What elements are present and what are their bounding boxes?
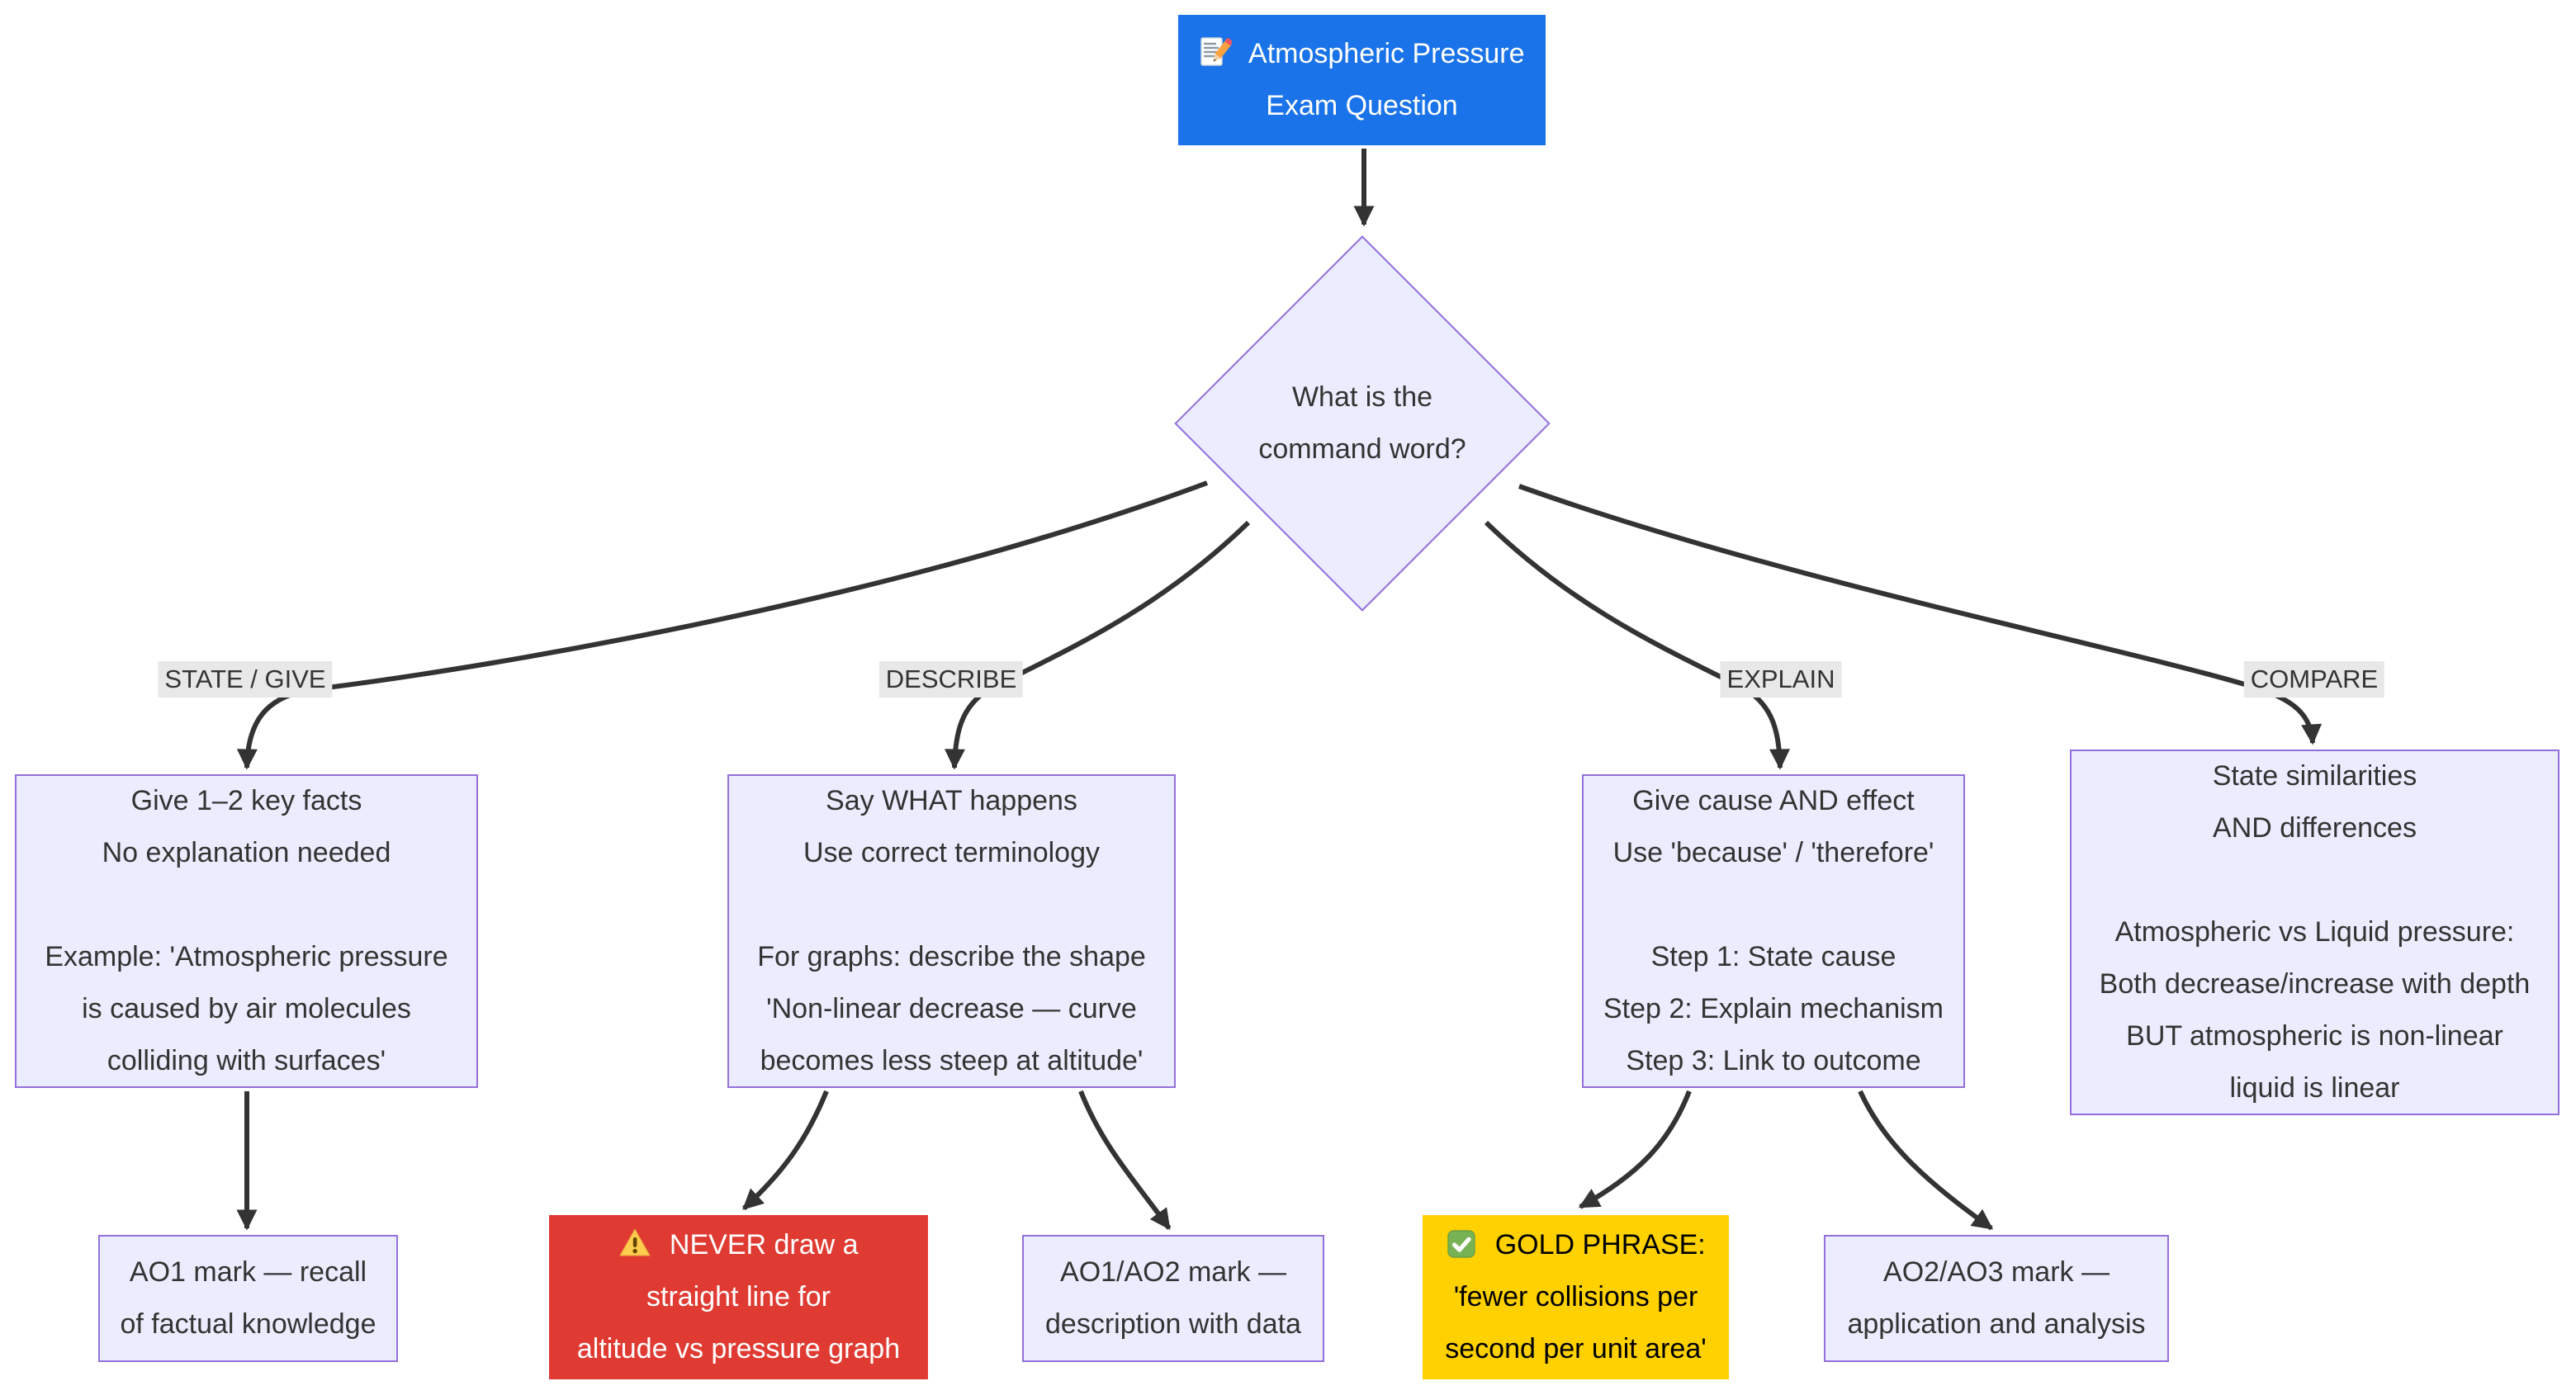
- text-line: description with data: [1045, 1308, 1301, 1340]
- edge-label-describe: DESCRIBE: [878, 661, 1024, 698]
- decision-line-2: command word?: [1258, 433, 1466, 465]
- node-explain: Give cause AND effect Use 'because' / 't…: [1582, 774, 1965, 1088]
- text-line: Use correct terminology: [803, 837, 1100, 868]
- text-line: Use 'because' / 'therefore': [1612, 837, 1934, 868]
- text-line: application and analysis: [1847, 1308, 2146, 1340]
- text-line: is caused by air molecules: [82, 993, 411, 1024]
- text-line: Say WHAT happens: [826, 785, 1077, 816]
- memo-icon: [1199, 35, 1233, 69]
- edge-decision-to-describe: [944, 520, 1251, 770]
- node-compare: State similarities AND differences Atmos…: [2070, 750, 2559, 1115]
- node-state-give: Give 1–2 key facts No explanation needed…: [15, 774, 478, 1088]
- edge-label-compare: COMPARE: [2243, 661, 2385, 698]
- text-line: 'Non-linear decrease — curve: [766, 993, 1137, 1024]
- node-gold-phrase: GOLD PHRASE: 'fewer collisions per secon…: [1423, 1215, 1729, 1379]
- edge-explain-to-gold: [1578, 1090, 1692, 1209]
- edge-describe-to-never: [741, 1090, 829, 1211]
- text-line: altitude vs pressure graph: [576, 1333, 901, 1365]
- text-line: second per unit area': [1445, 1333, 1707, 1365]
- text-line: Give cause AND effect: [1632, 785, 1915, 816]
- title-line-1: Atmospheric Pressure: [1199, 28, 1525, 80]
- edge-decision-to-explain: [1484, 520, 1791, 770]
- text-line: Both decrease/increase with depth: [2099, 968, 2531, 1000]
- text-line: BUT atmospheric is non-linear: [2126, 1020, 2503, 1052]
- warning-icon: [618, 1227, 651, 1260]
- edge-label-state-give: STATE / GIVE: [158, 661, 333, 698]
- text-line: AO2/AO3 mark —: [1883, 1256, 2110, 1288]
- warning-text: NEVER draw a: [669, 1229, 859, 1260]
- text-line: straight line for: [646, 1281, 831, 1312]
- decision-line-1: What is the: [1291, 381, 1433, 413]
- edge-decision-to-state: [236, 480, 1209, 770]
- node-describe: Say WHAT happens Use correct terminology…: [727, 774, 1176, 1088]
- text-line: 'fewer collisions per: [1453, 1281, 1698, 1312]
- edge-explain-to-ao2ao3: [1858, 1090, 1994, 1231]
- text-line: of factual knowledge: [120, 1308, 376, 1340]
- text-line: No explanation needed: [102, 837, 391, 868]
- text-line: State similarities: [2212, 760, 2417, 792]
- title-text: Atmospheric Pressure: [1248, 38, 1525, 69]
- node-title: Atmospheric Pressure Exam Question: [1178, 15, 1546, 145]
- text-line: Step 3: Link to outcome: [1626, 1045, 1921, 1076]
- text-line: Give 1–2 key facts: [130, 785, 362, 816]
- check-icon: [1446, 1228, 1477, 1260]
- edge-label-explain: EXPLAIN: [1720, 661, 1842, 698]
- text-line: becomes less steep at altitude': [760, 1045, 1144, 1076]
- node-never-warning: NEVER draw a straight line for altitude …: [549, 1215, 928, 1379]
- text-line: AND differences: [2213, 812, 2417, 844]
- edge-describe-to-ao1ao2: [1078, 1090, 1172, 1231]
- node-decision: What is the command word?: [1197, 371, 1527, 475]
- text-line: Step 2: Explain mechanism: [1603, 993, 1944, 1024]
- title-line-2: Exam Question: [1266, 90, 1458, 121]
- warning-line-1: NEVER draw a: [618, 1219, 859, 1271]
- text-line: Step 1: State cause: [1650, 941, 1896, 972]
- text-line: For graphs: describe the shape: [757, 941, 1146, 972]
- text-line: Example: 'Atmospheric pressure: [45, 941, 448, 972]
- node-ao2-ao3-mark: AO2/AO3 mark — application and analysis: [1824, 1235, 2169, 1362]
- text-line: liquid is linear: [2229, 1072, 2400, 1104]
- node-ao1-mark: AO1 mark — recall of factual knowledge: [98, 1235, 398, 1362]
- gold-text: GOLD PHRASE:: [1494, 1229, 1706, 1260]
- node-ao1-ao2-mark: AO1/AO2 mark — description with data: [1022, 1235, 1324, 1362]
- text-line: AO1/AO2 mark —: [1060, 1256, 1286, 1288]
- text-line: Atmospheric vs Liquid pressure:: [2114, 916, 2515, 948]
- edge-decision-to-compare: [1518, 484, 2323, 745]
- gold-line-1: GOLD PHRASE:: [1446, 1219, 1706, 1271]
- text-line: colliding with surfaces': [107, 1045, 386, 1076]
- text-line: AO1 mark — recall: [129, 1256, 367, 1288]
